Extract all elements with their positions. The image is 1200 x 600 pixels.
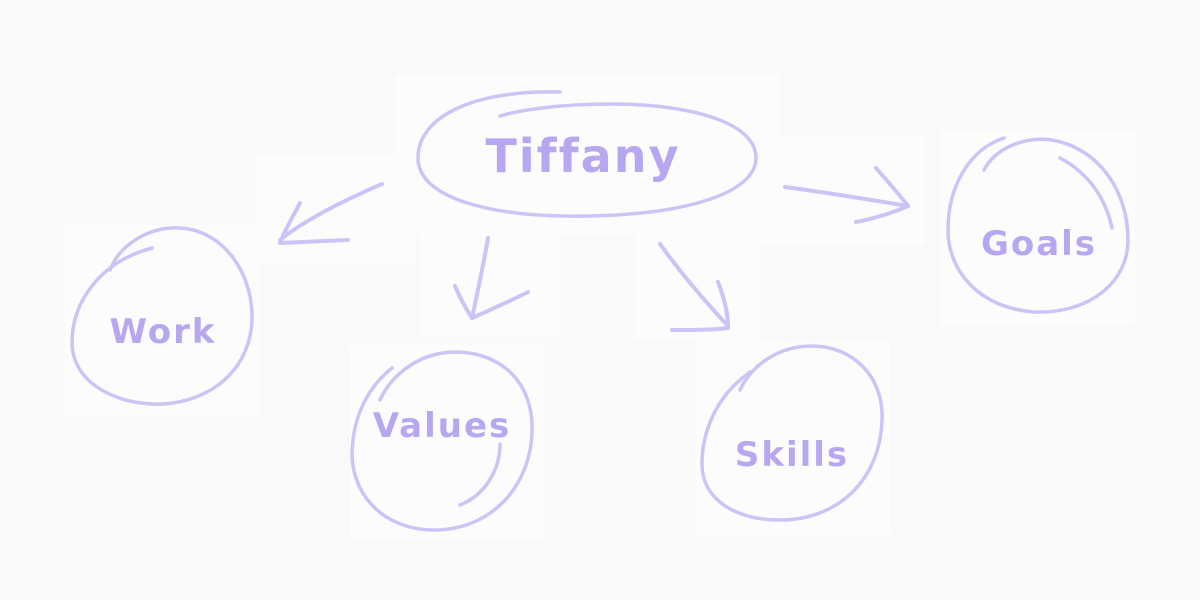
node-values[interactable]: Values <box>350 350 534 532</box>
arrow-to-values <box>453 236 530 320</box>
center-node-label: Tiffany <box>486 129 681 183</box>
node-skills[interactable]: Skills <box>700 344 884 522</box>
arrow-to-work <box>278 182 384 245</box>
center-node[interactable]: Tiffany <box>416 90 758 218</box>
arrow-to-goals <box>783 166 910 224</box>
connector-arrows <box>278 166 910 332</box>
node-skills-label: Skills <box>735 435 849 475</box>
node-work[interactable]: Work <box>70 226 254 406</box>
node-values-label: Values <box>373 406 512 446</box>
arrow-to-skills <box>658 242 730 332</box>
background-patches <box>65 75 1135 540</box>
node-work-label: Work <box>109 312 216 352</box>
node-goals[interactable]: Goals <box>946 136 1130 314</box>
node-goals-label: Goals <box>981 224 1097 264</box>
center-node-ellipse <box>416 90 758 218</box>
